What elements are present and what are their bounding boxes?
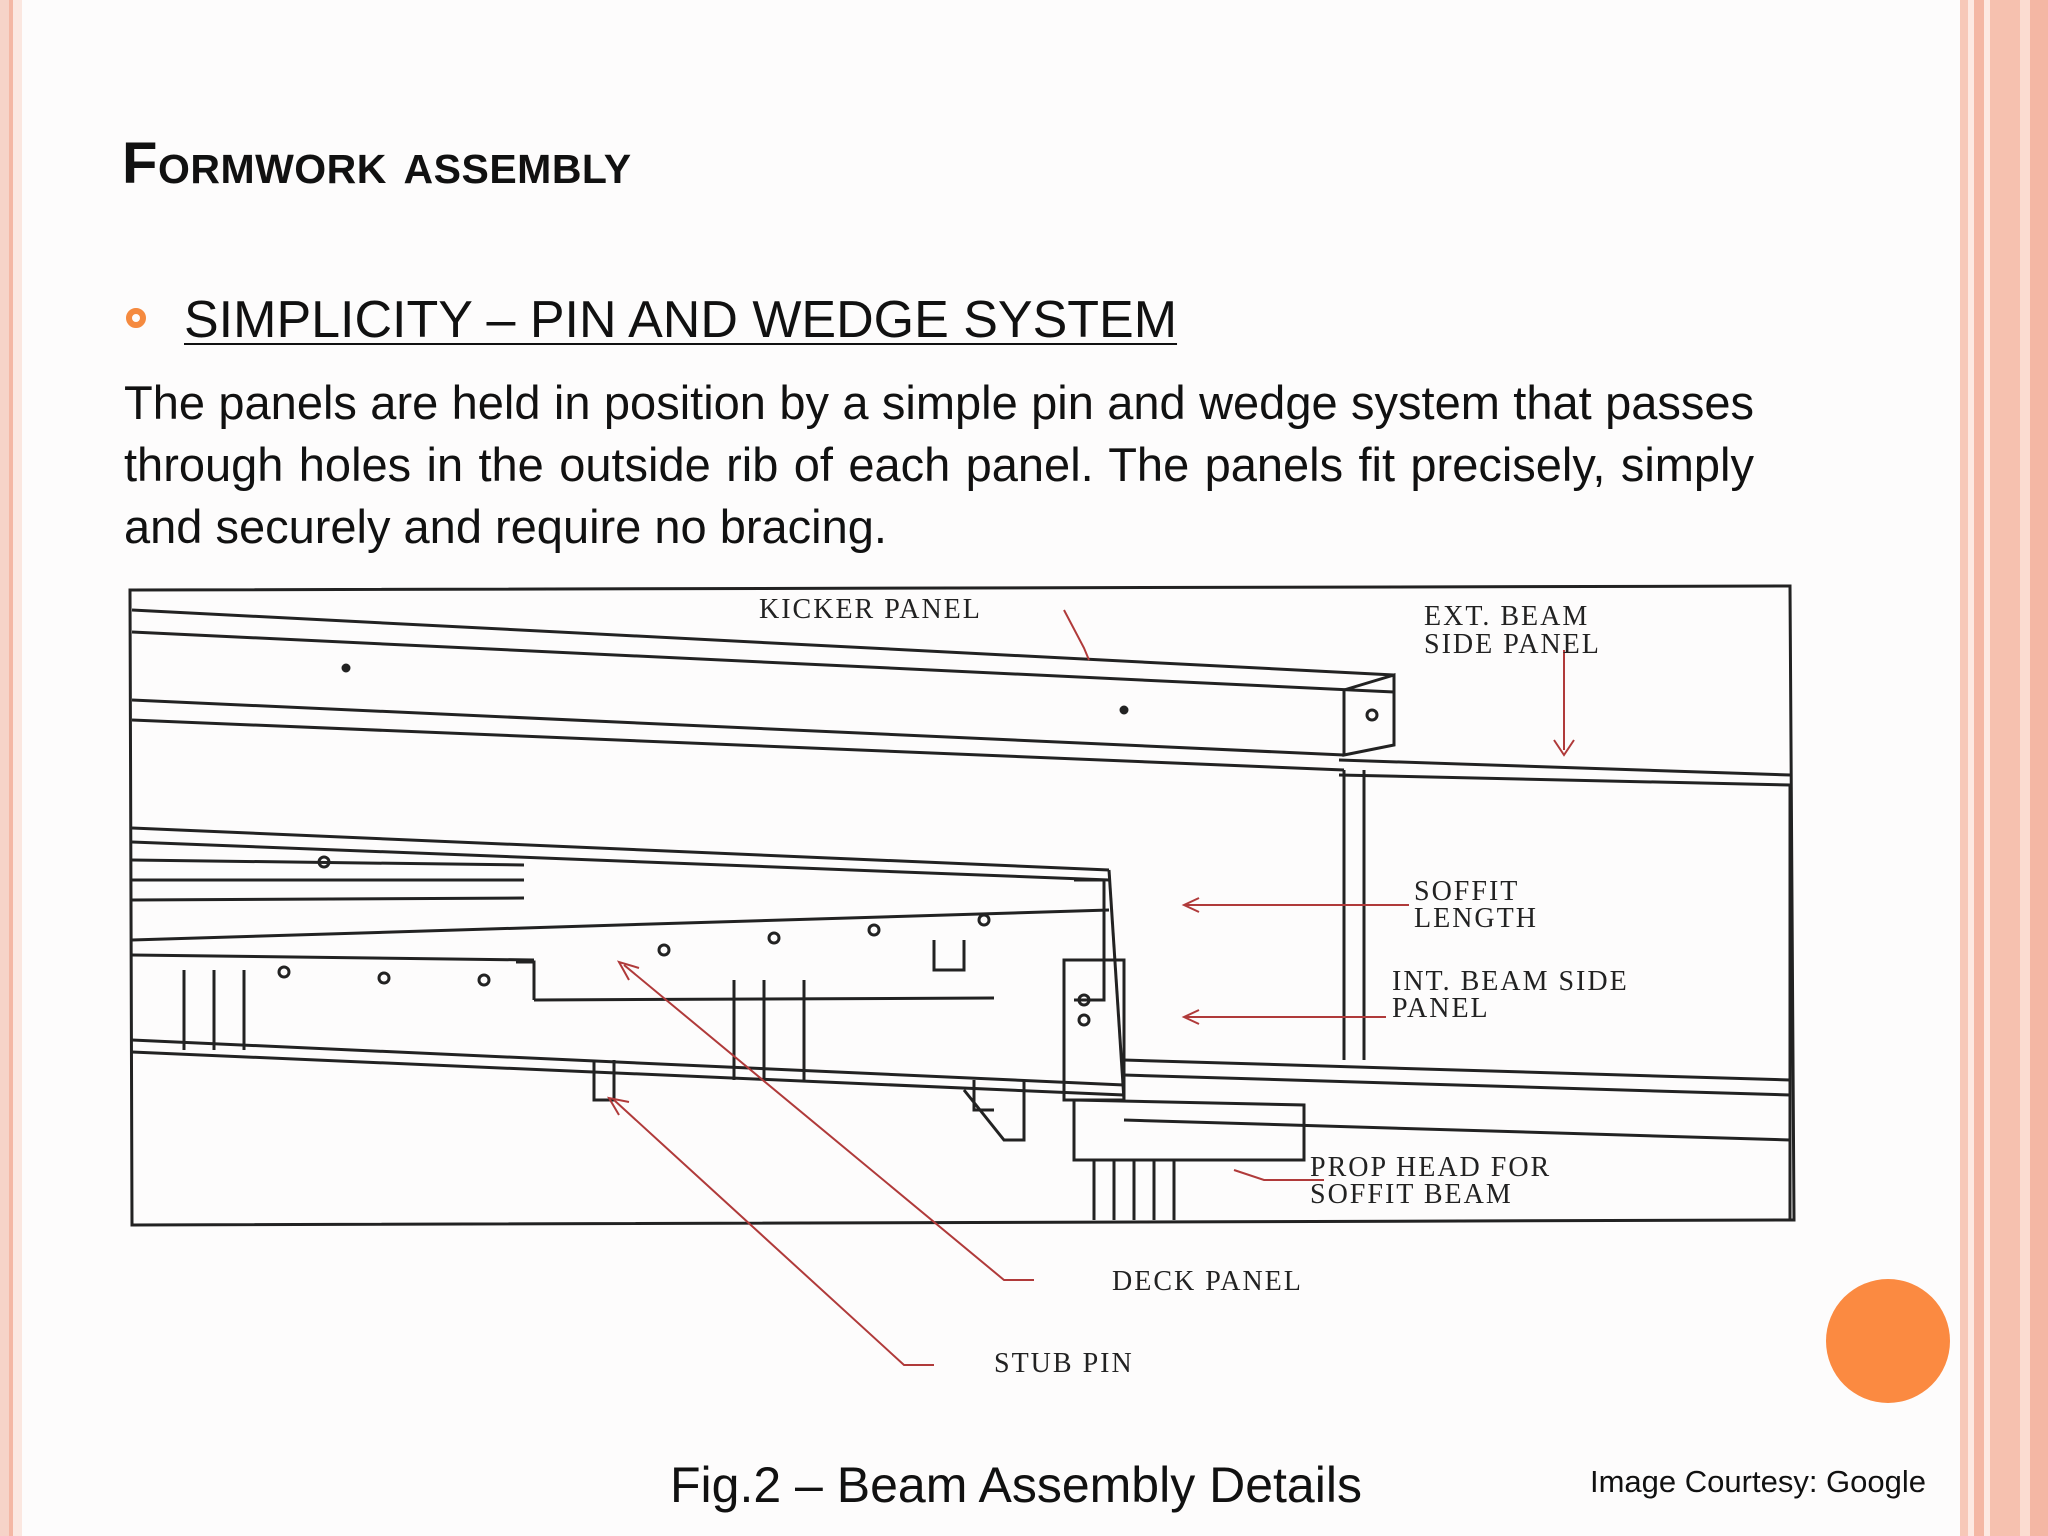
label-soffit-1: SOFFIT (1414, 876, 1519, 907)
label-soffit-2: LENGTH (1414, 903, 1538, 934)
label-deck-panel: DECK PANEL (1112, 1266, 1303, 1297)
body-paragraph: The panels are held in position by a sim… (124, 376, 1754, 553)
label-ext-beam-1: EXT. BEAM (1424, 601, 1589, 632)
label-prop-head-1: PROP HEAD FOR (1310, 1152, 1551, 1183)
label-int-beam-2: PANEL (1392, 993, 1490, 1024)
beam-assembly-drawing: KICKER PANEL EXT. BEAM SIDE PANEL SOFFIT… (128, 584, 1796, 1379)
right-border-decoration (1960, 0, 2048, 1536)
image-courtesy: Image Courtesy: Google (1590, 1464, 1927, 1499)
label-stub-pin: STUB PIN (994, 1348, 1134, 1379)
orange-circle-decoration (1826, 1279, 1950, 1403)
bullet-heading: SIMPLICITY – PIN AND WEDGE SYSTEM (184, 291, 1178, 349)
figure-caption: Fig.2 – Beam Assembly Details (670, 1457, 1362, 1513)
left-border-decoration (0, 0, 22, 1536)
label-int-beam-1: INT. BEAM SIDE (1392, 966, 1629, 997)
bullet-icon (126, 308, 146, 328)
label-kicker-panel: KICKER PANEL (759, 594, 982, 625)
slide-title: Formwork assembly (122, 131, 632, 196)
label-prop-head-2: SOFFIT BEAM (1310, 1179, 1513, 1210)
label-ext-beam-2: SIDE PANEL (1424, 629, 1601, 660)
